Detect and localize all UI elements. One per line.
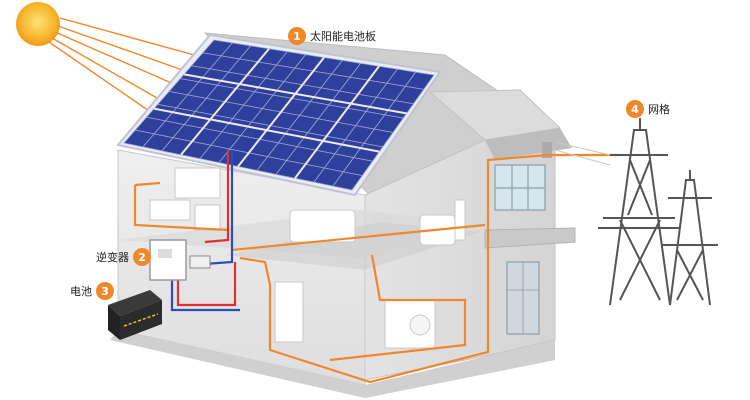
furniture-silhouettes	[149, 167, 466, 349]
ac-wiring	[133, 153, 620, 384]
callout-inverter: 逆变器 2	[96, 248, 151, 266]
callout-number: 3	[96, 282, 114, 300]
callout-battery: 电池 3	[70, 282, 114, 300]
callout-grid: 4 网格	[626, 100, 670, 118]
window	[494, 164, 546, 211]
power-tower-icon	[598, 118, 718, 306]
callout-label: 网格	[648, 103, 670, 116]
callout-solar-panel: 1 太阳能电池板	[288, 27, 376, 45]
callout-number: 1	[288, 27, 306, 45]
panel-divider	[237, 56, 325, 168]
dc-wiring	[170, 150, 240, 312]
callout-number: 2	[133, 248, 151, 266]
solar-panel-icon	[116, 33, 442, 197]
power-lines	[554, 141, 611, 166]
solar-cell	[332, 171, 363, 191]
panel-divider	[183, 73, 407, 115]
callout-number: 4	[626, 100, 644, 118]
panel-divider	[153, 107, 380, 153]
panel-divider	[294, 65, 380, 179]
inverter-icon	[149, 239, 211, 281]
panel-divider	[180, 48, 270, 156]
sun-icon	[16, 2, 60, 46]
callout-label: 太阳能电池板	[310, 30, 376, 43]
callout-label: 电池	[70, 285, 92, 298]
callout-label: 逆变器	[96, 251, 129, 264]
battery-icon	[108, 290, 162, 340]
door	[506, 261, 540, 335]
